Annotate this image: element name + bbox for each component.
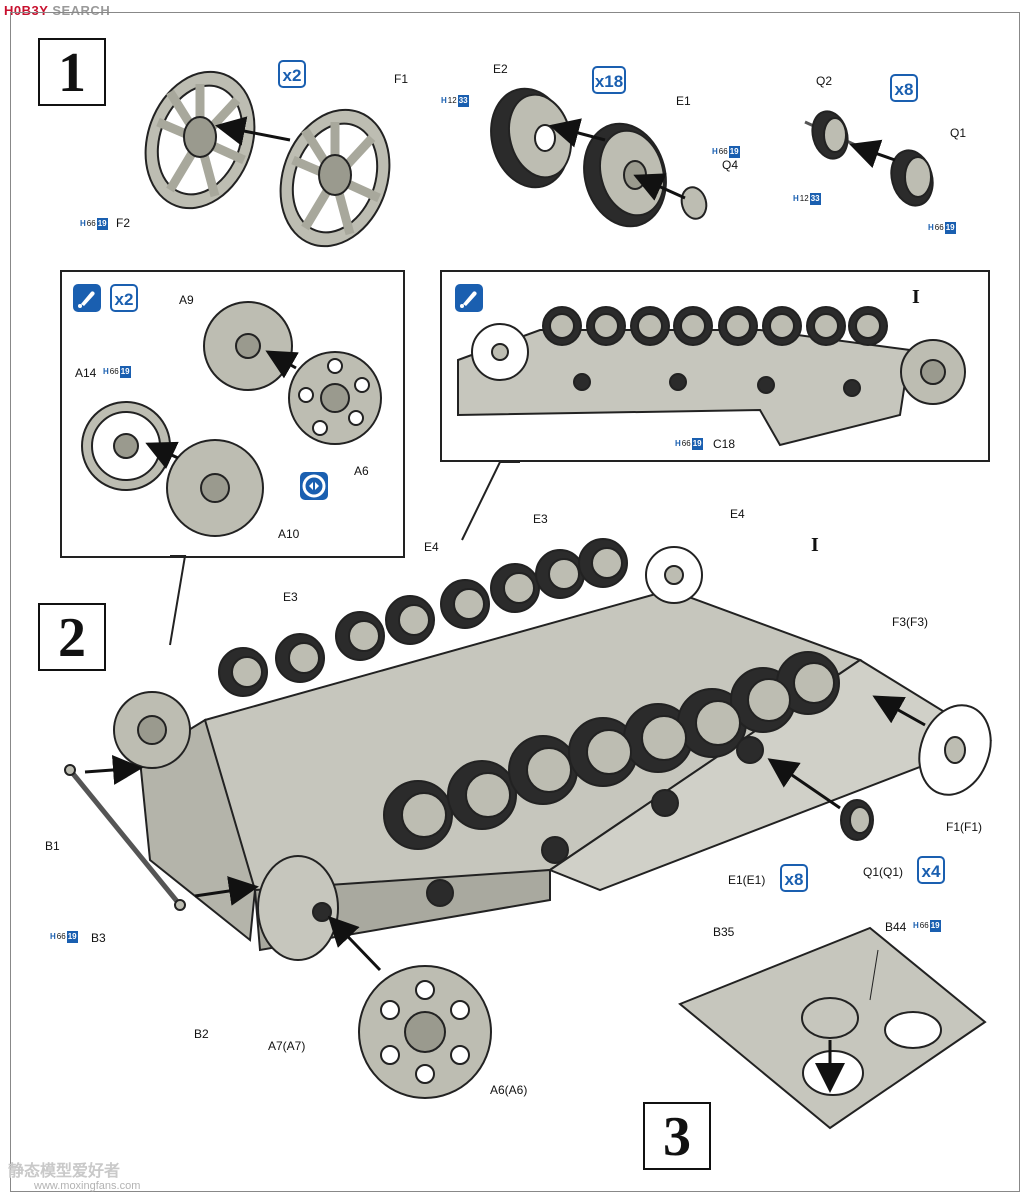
part-label-e2: E2 [493,62,508,76]
inset-left-callout [169,555,187,646]
part-label-b2: B2 [194,1027,209,1041]
step-number-1: 1 [38,38,106,106]
quantity-q-lower-badge: x4 [917,856,945,884]
part-label-f1: F1 [394,72,409,86]
quantity-q-badge: x8 [890,74,918,102]
part-label-f1-right: F1(F1) [946,820,982,834]
hub-cap-q4 [680,186,708,220]
part-label-e3-top: E3 [533,512,548,526]
return-roller-q1 [890,149,934,207]
watermark-footer-url: www.moxingfans.com [34,1180,141,1192]
final-drive [257,855,492,1099]
part-label-a6-main: A6(A6) [490,1083,528,1097]
part-label-e4-left: E4 [424,540,439,554]
part-label-c18: C18 [713,437,736,451]
part-label-a14: A14 [75,366,97,380]
step-number-3: 3 [643,1102,711,1170]
inset-hull-side [457,306,966,447]
quantity-f-badge: x2 [278,60,306,88]
inset-hull-frame [440,270,990,462]
sprocket-a6-inset [288,351,382,445]
plate-b35 [678,926,987,1130]
step-number-2: 2 [38,603,106,671]
part-label-a9: A9 [179,293,194,307]
part-label-i-inset: I [912,286,920,308]
part-label-a10: A10 [278,527,300,541]
tow-bar-b3 [64,764,186,911]
return-roller-q1b [840,799,874,841]
watermark-brand: H0B3Y [4,3,49,18]
far-road-wheels [113,538,703,769]
part-label-i-main: I [811,534,819,556]
glue-icon [73,284,101,312]
sprocket-a10 [166,439,264,537]
part-label-f2: F2 [116,216,131,230]
road-wheel-e1 [583,122,667,228]
part-label-b35: B35 [713,925,735,939]
near-road-wheels [383,651,840,907]
choose-option-icon [300,472,328,500]
part-label-b44: B44 [885,920,907,934]
part-label-f3: F3(F3) [892,615,928,629]
idler-wheel-f1 [279,108,391,248]
watermark-footer-cn: 静态模型爱好者 [8,1163,121,1180]
part-label-q2: Q2 [816,74,833,88]
page-border [10,12,1020,1192]
watermark-header: H0B3Y SEARCH [4,3,110,18]
quantity-sprocket-badge: x2 [110,284,138,312]
part-label-b1: B1 [45,839,60,853]
idler-right-f1 [918,704,992,796]
part-label-e3-left: E3 [283,590,298,604]
part-label-e4-right: E4 [730,507,745,521]
part-label-a6: A6 [354,464,369,478]
part-label-q4: Q4 [722,158,739,172]
watermark-suffix: SEARCH [52,3,111,18]
inset-sprocket-frame [60,270,405,558]
road-wheel-e2 [490,87,572,189]
return-roller-q2 [804,110,863,160]
part-label-q1: Q1 [950,126,967,140]
quantity-e-badge: x18 [592,66,626,94]
part-label-e1: E1 [676,94,691,108]
part-label-q1-main: Q1(Q1) [863,865,904,879]
quantity-e-lower-badge: x8 [780,864,808,892]
part-label-b3: B3 [91,931,106,945]
idler-wheel-f2 [144,70,256,210]
part-label-e1-main: E1(E1) [728,873,766,887]
inset-right-callout [461,461,520,541]
part-label-a7: A7(A7) [268,1039,306,1053]
glue-icon [455,284,483,312]
